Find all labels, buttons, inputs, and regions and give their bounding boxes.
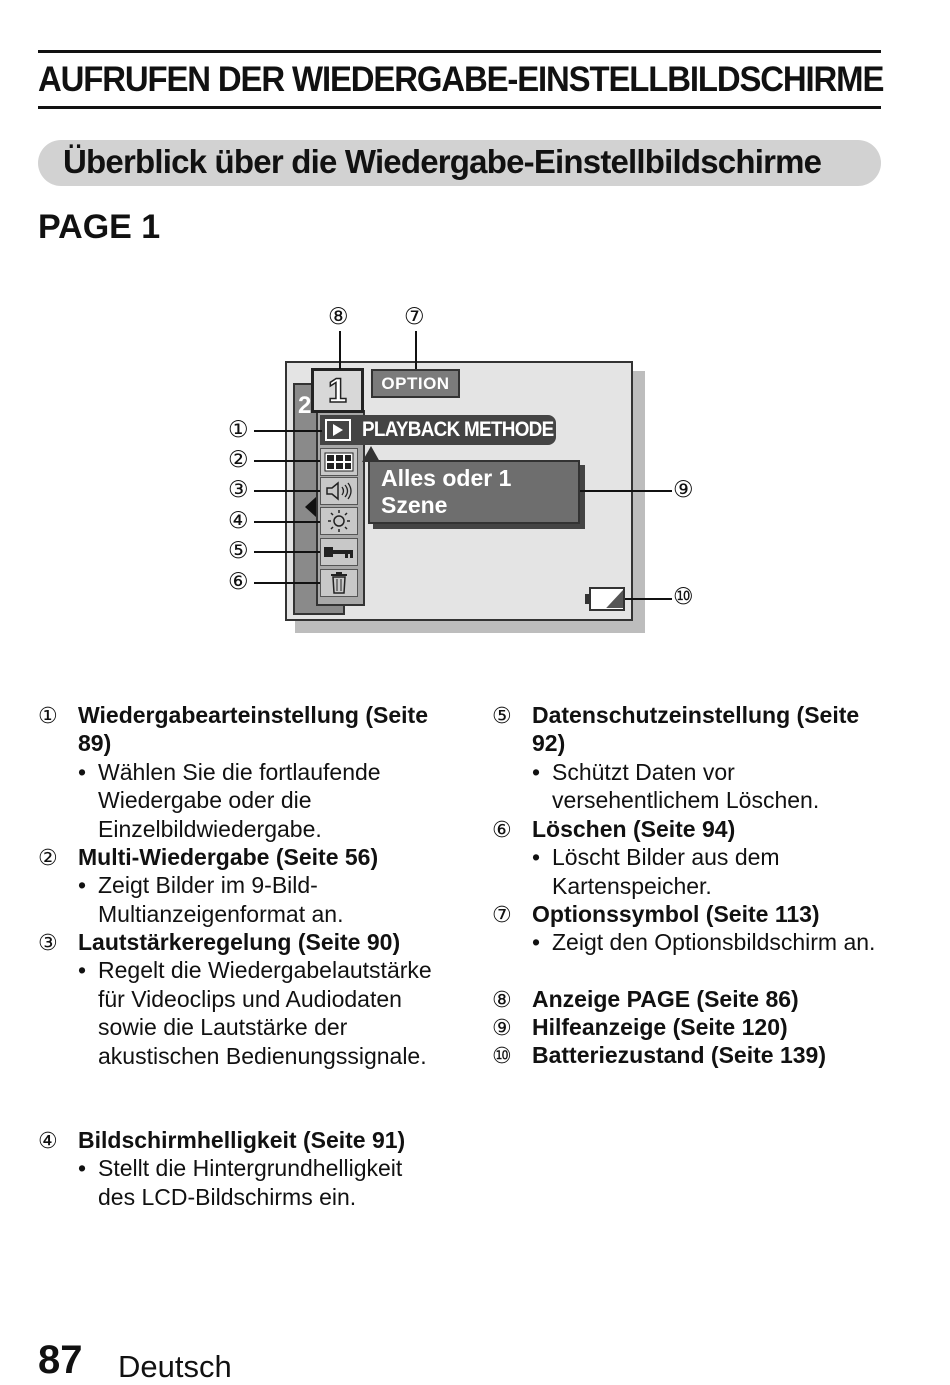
callout-7: ⑦ — [404, 304, 425, 330]
item-title: Batteriezustand (Seite 139) — [532, 1042, 826, 1068]
item-bullet: Schützt Daten vor versehentlichem Lösche… — [532, 758, 892, 815]
callout-6: ⑥ — [228, 569, 249, 595]
item-title: Datenschutzeinstellung (Seite 92) — [532, 702, 860, 757]
item-number: ⑩ — [492, 1044, 512, 1069]
list-item: Lautstärkeregelung (Seite 90) Regelt die… — [78, 928, 438, 1070]
leader-6 — [254, 582, 320, 584]
play-icon — [325, 419, 351, 441]
leader-3 — [254, 490, 320, 492]
leader-7 — [415, 331, 417, 369]
list-item: Datenschutzeinstellung (Seite 92) Schütz… — [532, 701, 892, 815]
item-bullet: Zeigt Bilder im 9-Bild-Multianzeigenform… — [78, 871, 438, 928]
page-number-box: 1 — [311, 368, 364, 413]
item-number: ④ — [38, 1129, 58, 1154]
multi-view-icon — [320, 448, 358, 476]
page-label: PAGE 1 — [38, 208, 161, 246]
leader-9 — [580, 490, 672, 492]
option-badge: OPTION — [371, 369, 460, 398]
callout-3: ③ — [228, 477, 249, 503]
language-label: Deutsch — [118, 1349, 232, 1384]
brightness-icon — [320, 507, 358, 535]
leader-10 — [625, 598, 672, 600]
playback-method-bar — [320, 415, 556, 445]
item-title: Lautstärkeregelung (Seite 90) — [78, 929, 401, 955]
key-icon — [320, 538, 358, 566]
item-title: Wiedergabearteinstellung (Seite 89) — [78, 702, 428, 757]
leader-5 — [254, 551, 320, 553]
item-title: Multi-Wiedergabe (Seite 56) — [78, 844, 379, 870]
item-number: ② — [38, 846, 58, 871]
page-number: 87 — [38, 1338, 83, 1382]
leader-1 — [254, 430, 322, 432]
list-item: Wiedergabearteinstellung (Seite 89) Wähl… — [78, 701, 438, 843]
item-number: ⑧ — [492, 988, 512, 1013]
subtitle-bar — [38, 140, 881, 186]
item-title: Hilfeanzeige (Seite 120) — [532, 1014, 788, 1040]
list-item: Löschen (Seite 94) Löscht Bilder aus dem… — [532, 815, 892, 900]
item-number: ① — [38, 704, 58, 729]
help-box — [368, 460, 580, 524]
page-title: AUFRUFEN DER WIEDERGABE-EINSTELLBILDSCHI… — [38, 60, 884, 99]
leader-4 — [254, 521, 320, 523]
callout-9: ⑨ — [673, 477, 694, 503]
help-text: Alles oder 1 Szene — [381, 465, 512, 518]
list-item: Multi-Wiedergabe (Seite 56) Zeigt Bilder… — [78, 843, 438, 928]
help-pointer — [362, 446, 380, 462]
item-title: Löschen (Seite 94) — [532, 816, 736, 842]
speaker-icon — [320, 477, 358, 505]
leader-8 — [339, 331, 341, 369]
callout-8: ⑧ — [328, 304, 349, 330]
callout-2: ② — [228, 447, 249, 473]
list-item: Bildschirmhelligkeit (Seite 91) Stellt d… — [78, 1126, 438, 1211]
item-bullet: Wählen Sie die fortlaufende Wiedergabe o… — [78, 758, 438, 843]
title-underline — [38, 106, 881, 109]
left-arrow-icon — [305, 497, 316, 517]
trash-icon — [320, 569, 358, 597]
callout-5: ⑤ — [228, 538, 249, 564]
item-title: Anzeige PAGE (Seite 86) — [532, 986, 799, 1012]
item-bullet: Löscht Bilder aus dem Kartenspeicher. — [532, 843, 892, 900]
item-number: ③ — [38, 931, 58, 956]
top-rule — [38, 50, 881, 53]
list-item: Hilfeanzeige (Seite 120) — [532, 1013, 892, 1041]
item-title: Optionssymbol (Seite 113) — [532, 901, 820, 927]
battery-tip — [585, 594, 589, 604]
callout-4: ④ — [228, 508, 249, 534]
item-bullet: Regelt die Wiedergabelautstärke für Vide… — [78, 956, 438, 1070]
page-2-number: 2 — [298, 392, 312, 419]
item-number: ⑨ — [492, 1016, 512, 1041]
callout-10: ⑩ — [673, 584, 694, 610]
list-item: Batteriezustand (Seite 139) — [532, 1041, 892, 1069]
item-bullet: Zeigt den Optionsbildschirm an. — [532, 928, 892, 957]
list-item: Optionssymbol (Seite 113) Zeigt den Opti… — [532, 900, 892, 957]
section-subtitle: Überblick über die Wiedergabe-Einstellbi… — [63, 143, 822, 180]
item-number: ⑤ — [492, 704, 512, 729]
item-number: ⑥ — [492, 818, 512, 843]
list-item: Anzeige PAGE (Seite 86) — [532, 985, 892, 1013]
leader-2 — [254, 460, 320, 462]
item-bullet: Stellt die Hintergrundhelligkeit des LCD… — [78, 1154, 438, 1211]
callout-1: ① — [228, 417, 249, 443]
playback-method-label: PLAYBACK METHODE — [362, 418, 554, 441]
item-number: ⑦ — [492, 903, 512, 928]
item-title: Bildschirmhelligkeit (Seite 91) — [78, 1127, 406, 1153]
